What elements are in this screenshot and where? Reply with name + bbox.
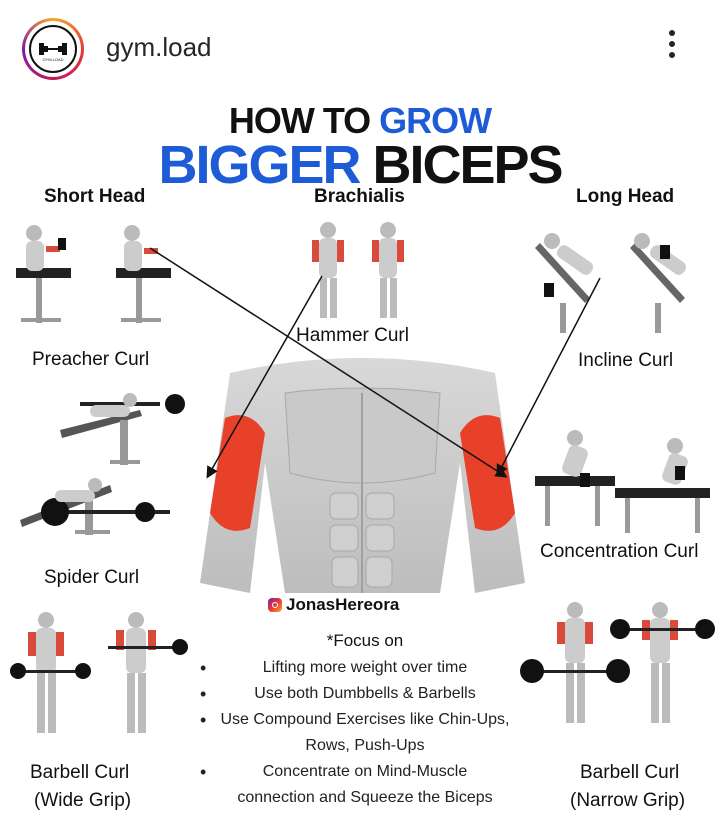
barbell-curl-narrow-label-2: (Narrow Grip) bbox=[570, 790, 686, 811]
focus-item-continued: connection and Squeeze the Biceps bbox=[237, 789, 493, 806]
username[interactable]: gym.load bbox=[106, 32, 212, 62]
torso-anatomy-figure bbox=[200, 358, 525, 593]
brachialis-label: Brachialis bbox=[314, 186, 405, 207]
focus-item: •Lifting more weight over time bbox=[200, 655, 530, 681]
concentration-curl-label: Concentration Curl bbox=[540, 541, 699, 562]
barbell-curl-narrow-figure bbox=[520, 602, 715, 723]
focus-item: •Concentrate on Mind-Muscle bbox=[200, 759, 530, 785]
short-head-label: Short Head bbox=[44, 186, 146, 207]
post-header: GYM.LOAD gym.load bbox=[0, 0, 720, 98]
instagram-credit: JonasHereora bbox=[268, 595, 399, 615]
barbell-curl-wide-figure bbox=[10, 612, 188, 733]
bullet-icon: • bbox=[200, 710, 207, 730]
barbell-curl-wide-label-1: Barbell Curl bbox=[30, 762, 130, 783]
title-line-1: HOW TO GROW bbox=[228, 100, 492, 141]
preacher-curl-label: Preacher Curl bbox=[32, 349, 150, 370]
bullet-icon: • bbox=[200, 684, 207, 704]
hammer-curl-figure bbox=[312, 222, 404, 318]
pointer-arrows bbox=[149, 247, 601, 479]
focus-title: *Focus on bbox=[326, 631, 404, 650]
avatar[interactable]: GYM.LOAD bbox=[22, 18, 84, 80]
spider-curl-label: Spider Curl bbox=[44, 567, 140, 588]
title-line-2: BIGGER BICEPS bbox=[158, 135, 563, 195]
spider-curl-figure bbox=[20, 393, 185, 535]
barbell-curl-wide-label-2: (Wide Grip) bbox=[34, 790, 132, 811]
focus-item: •Use Compound Exercises like Chin-Ups, bbox=[200, 707, 530, 733]
bullet-icon: • bbox=[200, 658, 207, 678]
post-image: HOW TO GROW BIGGER BICEPS Short Head Bra… bbox=[0, 98, 720, 834]
focus-list: *Focus on •Lifting more weight over time… bbox=[200, 631, 530, 811]
focus-item: •Use both Dumbbells & Barbells bbox=[200, 681, 530, 707]
focus-item-continued: Rows, Push-Ups bbox=[305, 737, 425, 754]
incline-curl-label: Incline Curl bbox=[578, 350, 674, 371]
concentration-curl-figure bbox=[535, 430, 710, 533]
more-vertical-icon[interactable] bbox=[662, 30, 682, 70]
bullet-icon: • bbox=[200, 762, 207, 782]
hammer-curl-label: Hammer Curl bbox=[296, 325, 409, 346]
barbell-curl-narrow-label-1: Barbell Curl bbox=[580, 762, 680, 783]
preacher-curl-figure bbox=[16, 225, 171, 323]
long-head-label: Long Head bbox=[576, 186, 675, 207]
instagram-icon bbox=[268, 598, 282, 612]
avatar-text: GYM.LOAD bbox=[42, 57, 63, 62]
credit-handle: JonasHereora bbox=[286, 595, 400, 614]
incline-curl-figure bbox=[535, 233, 687, 333]
dumbbell-logo-icon: GYM.LOAD bbox=[39, 43, 67, 62]
